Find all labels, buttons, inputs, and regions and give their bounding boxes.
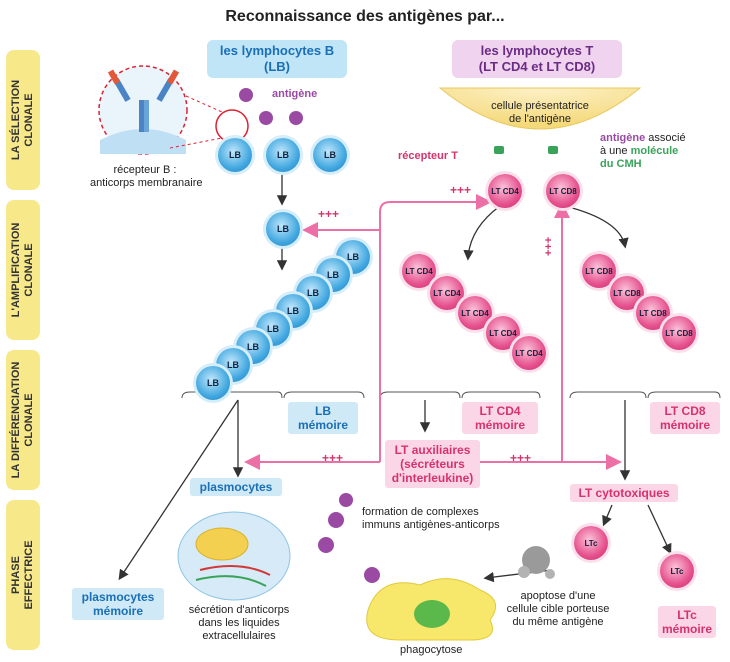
arrows-black xyxy=(118,175,672,583)
cellule-presentatrice xyxy=(438,87,642,130)
phase-selection: LA SÉLECTION CLONALE xyxy=(6,50,40,190)
label-recepteur-t: récepteur T xyxy=(398,150,458,162)
lymphocyte-t-cell: LT CD4 xyxy=(430,276,464,310)
lymphocyte-b-cell: LB xyxy=(266,212,300,246)
lymphocyte-t-cell: LT CD8 xyxy=(546,174,580,208)
lymphocyte-b-cell: LB xyxy=(313,138,347,172)
lymphocyte-t-cell: LT CD8 xyxy=(662,316,696,350)
lymphocyte-t-cell: LT CD4 xyxy=(512,336,546,370)
ltcd4-memoire: LT CD4 mémoire xyxy=(462,402,538,434)
plus-cytotoxiques: +++ xyxy=(510,451,532,465)
label-recepteur-b: récepteur B : anticorps membranaire xyxy=(90,164,203,189)
tcr-receptors xyxy=(494,146,558,154)
phase-differenciation: LA DIFFÉRENCIATION CLONALE xyxy=(6,350,40,490)
apoptotic-cell xyxy=(518,546,555,579)
lymphocyte-b-cell: LB xyxy=(266,138,300,172)
lymphocyte-t-cell: LTc xyxy=(574,526,608,560)
lymphocyte-t-cell: LTc xyxy=(660,554,694,588)
plasmocytes-memoire: plasmocytes mémoire xyxy=(72,588,164,620)
lt-cytotoxiques: LT cytotoxiques xyxy=(570,484,678,502)
phagocyte xyxy=(366,578,497,641)
receptor-b-zoom xyxy=(98,65,249,155)
lymphocyte-t-cell: LT CD8 xyxy=(636,296,670,330)
header-lymphocytes-b: les lymphocytes B (LB) xyxy=(207,40,347,78)
label-antigene: antigène xyxy=(272,88,318,100)
label-antigene-associe: antigène associé à une molécule du CMH xyxy=(600,132,686,170)
label-formation: formation de complexes immuns antigènes-… xyxy=(362,506,500,531)
lb-memoire: LB mémoire xyxy=(288,402,358,434)
lymphocyte-t-cell: LT CD4 xyxy=(402,254,436,288)
plus-plasmocytes: +++ xyxy=(322,451,344,465)
phase-amplification: L'AMPLIFICATION CLONALE xyxy=(6,200,40,340)
plus-lb: +++ xyxy=(318,207,340,221)
lymphocyte-t-cell: LT CD4 xyxy=(458,296,492,330)
lt-auxiliaires: LT auxiliaires (sécréteurs d'interleukin… xyxy=(385,440,480,488)
header-lymphocytes-t: les lymphocytes T (LT CD4 et LT CD8) xyxy=(452,40,622,78)
brackets xyxy=(181,391,721,399)
arrows-pink xyxy=(244,194,622,470)
label-cpa: cellule présentatrice de l'antigène xyxy=(491,100,589,125)
plus-tcd8: +++ xyxy=(543,236,556,257)
page-title: Reconnaissance des antigènes par... xyxy=(225,8,505,25)
lymphocyte-b-cell: LB xyxy=(196,366,230,400)
antigen-particles xyxy=(239,88,558,583)
label-phagocytose: phagocytose xyxy=(400,644,463,656)
lymphocyte-b-cell: LB xyxy=(218,138,252,172)
ltc-memoire: LTc mémoire xyxy=(658,606,716,638)
phase-effectrice: PHASE EFFECTRICE xyxy=(6,500,40,650)
label-secretion: sécrétion d'anticorps dans les liquides … xyxy=(188,604,290,642)
lymphocyte-b-cell: LB xyxy=(256,312,290,346)
plasmocyte-cell xyxy=(177,511,291,601)
label-apoptose: apoptose d'une cellule cible porteuse du… xyxy=(506,590,610,628)
plus-tcd4: +++ xyxy=(450,183,472,197)
plasmocytes: plasmocytes xyxy=(190,478,282,496)
ltcd8-memoire: LT CD8 mémoire xyxy=(650,402,720,434)
lymphocyte-t-cell: LT CD8 xyxy=(582,254,616,288)
lymphocyte-t-cell: LT CD4 xyxy=(488,174,522,208)
